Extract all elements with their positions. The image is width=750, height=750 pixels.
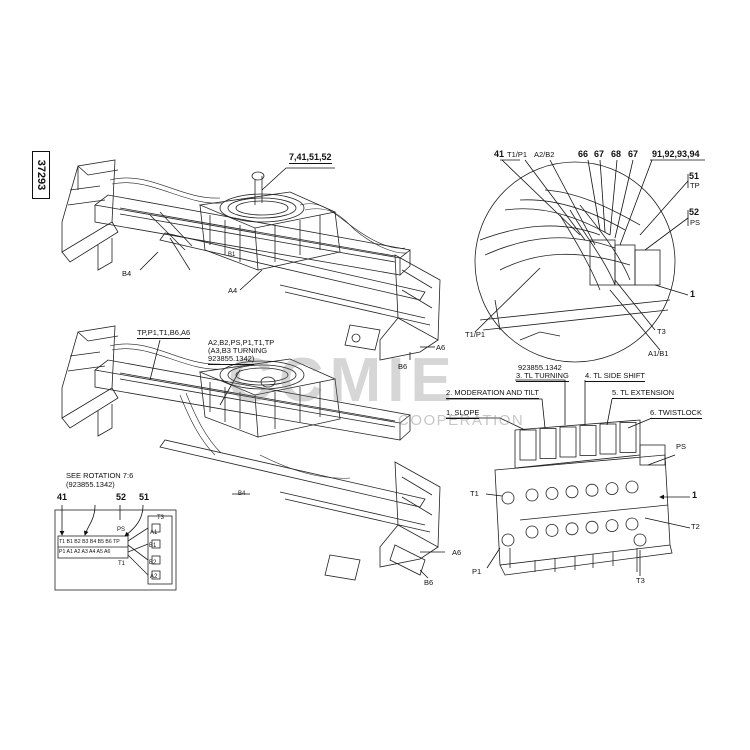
ref-top-main: 7,41,51,52 bbox=[289, 152, 332, 164]
valve-block-drawing bbox=[494, 419, 673, 576]
detail-bottom-t3: T3 bbox=[657, 327, 666, 336]
valve-spool-top bbox=[539, 428, 557, 459]
label-b1-top: B1 bbox=[228, 252, 236, 258]
label-b6-top: B6 bbox=[398, 362, 408, 371]
function-1: 1. SLOPE bbox=[446, 408, 480, 419]
valve-port-lower bbox=[585, 520, 599, 534]
label-b4-top: B4 bbox=[122, 269, 132, 278]
valve-port-upper bbox=[625, 480, 639, 494]
rotation-t1: T1 bbox=[118, 561, 126, 567]
rotation-ps: PS bbox=[117, 527, 126, 533]
valve-port-lower bbox=[525, 525, 539, 539]
watermark-brand: CCMIE bbox=[228, 346, 458, 415]
valve-spool-top bbox=[619, 422, 637, 453]
detail-circle bbox=[474, 161, 676, 363]
port-p1: P1 bbox=[472, 567, 482, 576]
tag-turning-line2: (A3,B3 TURNING bbox=[208, 346, 268, 355]
detail-a2b2: A2/B2 bbox=[534, 150, 555, 159]
valve-part-note: 923855.1342 bbox=[518, 363, 562, 372]
watermark-tagline: COOPERATION bbox=[398, 412, 525, 429]
label-a6-bottom: A6 bbox=[452, 548, 462, 557]
port-ps: PS bbox=[676, 442, 687, 451]
port-t3: T3 bbox=[636, 576, 645, 585]
detail-68: 68 bbox=[611, 149, 622, 159]
detail-ref-51-label: TP bbox=[690, 181, 700, 190]
valve-spool-top bbox=[579, 425, 597, 456]
valve-port-lower bbox=[625, 517, 639, 531]
valve-port-lower bbox=[565, 522, 579, 536]
valve-port-upper bbox=[605, 482, 619, 496]
label-a4-top: A4 bbox=[228, 286, 238, 295]
rotation-port-a2: A2 bbox=[150, 574, 158, 580]
function-3: 3. TL TURNING bbox=[516, 371, 569, 382]
rotation-port-a1: A1 bbox=[150, 530, 158, 536]
tag-turning-line1: A2,B2,PS,P1,T1,TP bbox=[208, 338, 275, 347]
rotation-row1: T1 B1 B2 B3 B4 B5 B6 TP bbox=[59, 539, 120, 545]
detail-67b: 67 bbox=[628, 149, 639, 159]
function-2: 2. MODERATION AND TILT bbox=[446, 388, 539, 399]
callout-52: 52 bbox=[116, 492, 127, 502]
rotation-schematic bbox=[54, 504, 177, 591]
valve-port-upper bbox=[565, 485, 579, 499]
document-number: 37293 bbox=[32, 151, 50, 199]
detail-41: 41 bbox=[494, 149, 505, 159]
detail-ref-52: 52 bbox=[689, 207, 700, 217]
label-a6-top: A6 bbox=[436, 343, 446, 352]
function-5: 5. TL EXTENSION bbox=[612, 388, 675, 399]
detail-67a: 67 bbox=[594, 149, 605, 159]
function-4: 4. TL SIDE SHIFT bbox=[585, 371, 646, 382]
rotation-note-line2: (923855.1342) bbox=[66, 480, 115, 489]
label-b4-bottom: B4 bbox=[238, 491, 246, 497]
callout-41: 41 bbox=[57, 492, 68, 502]
tag-turning-line3: 923855.1342) bbox=[208, 354, 255, 365]
label-b6-bottom: B6 bbox=[424, 578, 434, 587]
valve-spool-top bbox=[559, 426, 577, 458]
rotation-row2: P1 A1 A2 A3 A4 A5 A6 bbox=[59, 549, 111, 555]
port-t2: T2 bbox=[691, 522, 700, 531]
rotation-note-line1: SEE ROTATION 7:6 bbox=[66, 471, 134, 480]
rotation-port-t3: T3 bbox=[157, 515, 165, 521]
callout-51: 51 bbox=[139, 492, 150, 502]
rotation-port-b2: B2 bbox=[149, 560, 157, 566]
detail-66: 66 bbox=[578, 149, 589, 159]
valve-port-lower bbox=[545, 524, 559, 537]
valve-spool-top bbox=[519, 429, 537, 461]
detail-bottom-t1p1: T1/P1 bbox=[465, 330, 486, 339]
rotation-port-b1: B1 bbox=[149, 543, 157, 549]
bottom-spreader-drawing bbox=[61, 325, 441, 581]
top-spreader-drawing bbox=[61, 159, 441, 361]
port-1: 1 bbox=[692, 490, 698, 500]
valve-port-upper bbox=[585, 483, 599, 497]
valve-port-lower bbox=[605, 519, 619, 532]
valve-port-upper bbox=[545, 486, 559, 500]
function-6: 6. TWISTLOCK bbox=[650, 408, 702, 419]
valve-spool-top bbox=[599, 423, 617, 455]
detail-91-94: 91,92,93,94 bbox=[652, 149, 700, 159]
detail-bottom-a1b1: A1/B1 bbox=[648, 349, 669, 358]
detail-ref-51: 51 bbox=[689, 171, 700, 181]
detail-t1p1: T1/P1 bbox=[507, 150, 528, 159]
port-t1: T1 bbox=[470, 489, 479, 498]
tag-top-ports: TP,P1,T1,B6,A6 bbox=[137, 328, 191, 339]
detail-ref-1: 1 bbox=[690, 289, 696, 299]
valve-port-upper bbox=[525, 488, 539, 502]
detail-ref-52-label: PS bbox=[690, 218, 701, 227]
